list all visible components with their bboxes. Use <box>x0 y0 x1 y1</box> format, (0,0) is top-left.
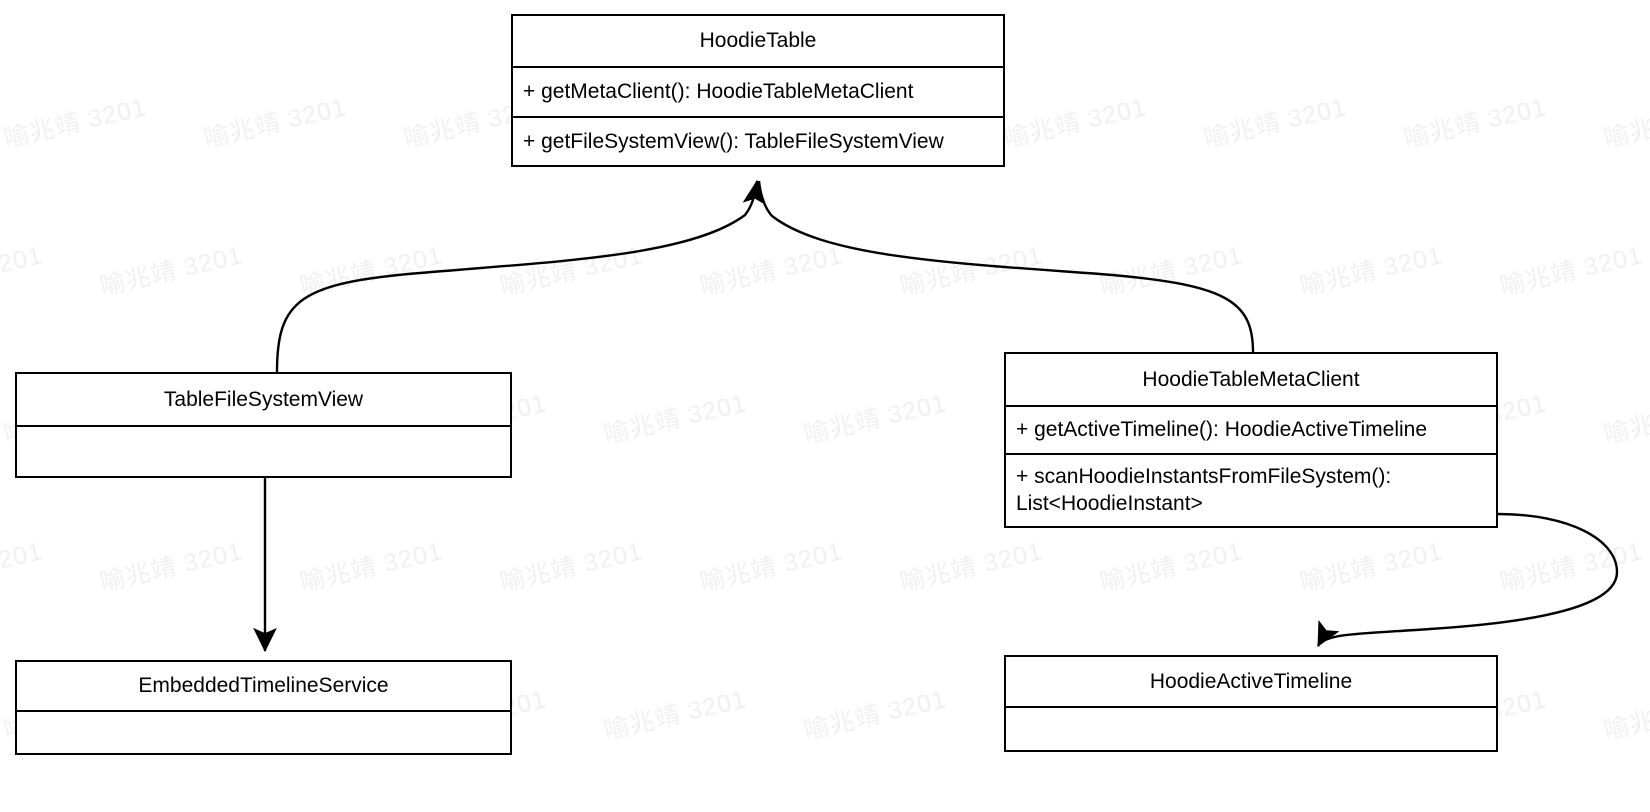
watermark-text: 喻兆靖 3201 <box>1497 537 1646 598</box>
class-method-hoodie-table-meta-client-1: + scanHoodieInstantsFromFileSystem(): Li… <box>1006 453 1496 526</box>
watermark-text: 喻兆靖 3201 <box>0 241 46 301</box>
watermark-text: 喻兆靖 3201 <box>97 241 246 302</box>
class-name-table-file-system-view: TableFileSystemView <box>163 387 364 411</box>
watermark-text: 喻兆靖 3201 <box>697 537 846 598</box>
watermark-text: 喻兆靖 3201 <box>1496 0 1646 7</box>
watermark-text: 喻兆靖 3201 <box>296 0 446 7</box>
edge-tablefilesystemview-to-hoodietable <box>275 179 767 373</box>
watermark-text: 喻兆靖 3201 <box>1296 0 1446 7</box>
class-name-hoodie-table: HoodieTable <box>699 29 817 52</box>
edge-hoodietablemetaclient-to-hoodieactivetimeline <box>1316 512 1619 647</box>
watermark-text: 喻兆靖 3201 <box>1601 93 1650 154</box>
watermark-text: 喻兆靖 3201 <box>1097 537 1246 598</box>
class-box-hoodie-active-timeline[interactable]: HoodieActiveTimeline <box>1004 655 1498 752</box>
watermark-text: 喻兆靖 3201 <box>1497 241 1646 302</box>
watermark-text: 喻兆靖 3201 <box>0 0 46 7</box>
watermark-text: 喻兆靖 3201 <box>497 537 646 598</box>
watermark-text: 喻兆靖 3201 <box>1001 93 1150 154</box>
class-method-embedded-timeline-service-0 <box>17 710 510 757</box>
class-method-hoodie-table-0: + getMetaClient(): HoodieTableMetaClient <box>513 66 1003 116</box>
watermark-text: 喻兆靖 3201 <box>96 0 246 7</box>
class-method-hoodie-table-meta-client-0: + getActiveTimeline(): HoodieActiveTimel… <box>1006 405 1496 453</box>
class-box-hoodie-table[interactable]: HoodieTable + getMetaClient(): HoodieTab… <box>511 14 1005 167</box>
watermark-text: 喻兆靖 3201 <box>1297 241 1446 302</box>
watermark-text: 喻兆靖 3201 <box>601 685 750 746</box>
watermark-text: 喻兆靖 3201 <box>697 241 846 302</box>
watermark-text: 喻兆靖 3201 <box>97 537 246 598</box>
watermark-text: 喻兆靖 3201 <box>801 685 950 746</box>
class-method-hoodie-active-timeline-0 <box>1006 706 1496 754</box>
edge-hoodietablemetaclient-to-hoodietable <box>757 180 1255 353</box>
class-method-table-file-system-view-0 <box>17 425 510 476</box>
class-box-embedded-timeline-service[interactable]: EmbeddedTimelineService <box>15 660 512 755</box>
watermark-text: 喻兆靖 3201 <box>1 93 150 154</box>
watermark-text: 喻兆靖 3201 <box>297 537 446 598</box>
watermark-text: 喻兆靖 3201 <box>1097 241 1246 302</box>
watermark-text: 喻兆靖 3201 <box>496 0 646 7</box>
class-name-hoodie-active-timeline: HoodieActiveTimeline <box>1149 669 1353 693</box>
watermark-text: 喻兆靖 3201 <box>1096 0 1246 7</box>
watermark-text: 喻兆靖 3201 <box>1297 537 1446 598</box>
watermark-text: 喻兆靖 3201 <box>1401 93 1550 154</box>
watermark-text: 喻兆靖 3201 <box>1601 389 1650 450</box>
watermark-text: 喻兆靖 3201 <box>601 389 750 450</box>
watermark-text: 喻兆靖 3201 <box>497 241 646 302</box>
watermark-text: 喻兆靖 3201 <box>896 0 1046 7</box>
watermark-text: 喻兆靖 3201 <box>0 537 46 597</box>
class-name-hoodie-table-meta-client: HoodieTableMetaClient <box>1142 367 1360 391</box>
watermark-text: 喻兆靖 3201 <box>1201 93 1350 154</box>
watermark-text: 喻兆靖 3201 <box>696 0 846 7</box>
watermark-text: 喻兆靖 3201 <box>297 241 446 302</box>
watermark-text: 喻兆靖 3201 <box>897 537 1046 598</box>
watermark-text: 喻兆靖 3201 <box>801 389 950 450</box>
watermark-text: 喻兆靖 3201 <box>1601 685 1650 746</box>
watermark-text: 喻兆靖 3201 <box>897 241 1046 302</box>
watermark-text: 喻兆靖 3201 <box>201 93 350 154</box>
class-box-table-file-system-view[interactable]: TableFileSystemView <box>15 372 512 478</box>
class-box-hoodie-table-meta-client[interactable]: HoodieTableMetaClient + getActiveTimelin… <box>1004 352 1498 528</box>
class-name-embedded-timeline-service: EmbeddedTimelineService <box>138 674 389 697</box>
class-method-hoodie-table-1: + getFileSystemView(): TableFileSystemVi… <box>513 116 1003 165</box>
